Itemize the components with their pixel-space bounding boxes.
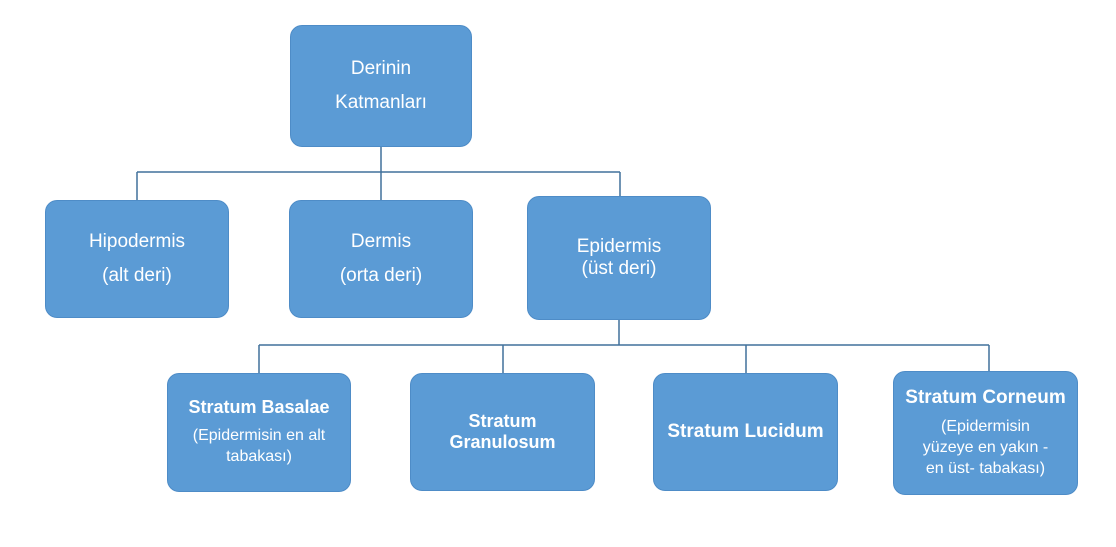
node-title-line1: Derinin (350, 58, 412, 80)
node-subtitle: (orta deri) (339, 264, 423, 286)
node-stratum-basalae: Stratum Basalae (Epidermisin en alt taba… (167, 373, 351, 492)
node-description: (Epidermisin yüzeye en yakın - en üst- t… (922, 418, 1049, 477)
node-title: Stratum Lucidum (667, 420, 824, 442)
node-hipodermis: Hipodermis (alt deri) (45, 200, 229, 318)
node-subtitle: (alt deri) (102, 264, 172, 286)
node-title: Epidermis (576, 235, 662, 257)
node-epidermis: Epidermis (üst deri) (527, 196, 711, 320)
node-title: Stratum Corneum (905, 386, 1066, 408)
node-subtitle: (üst deri) (581, 258, 657, 279)
node-title: Stratum Basalae (188, 397, 330, 418)
node-title: Dermis (350, 231, 412, 253)
node-title-line2: Katmanları (335, 91, 427, 113)
node-stratum-granulosum: Stratum Granulosum (410, 373, 595, 491)
node-stratum-corneum: Stratum Corneum (Epidermisin yüzeye en y… (893, 371, 1078, 495)
node-derinin-katmanlari: Derinin Katmanları (290, 25, 472, 147)
node-title: Stratum Granulosum (449, 410, 556, 452)
node-dermis: Dermis (orta deri) (289, 200, 473, 318)
node-stratum-lucidum: Stratum Lucidum (653, 373, 838, 491)
node-title: Hipodermis (88, 231, 186, 253)
node-description: (Epidermisin en alt tabakası) (192, 427, 326, 466)
